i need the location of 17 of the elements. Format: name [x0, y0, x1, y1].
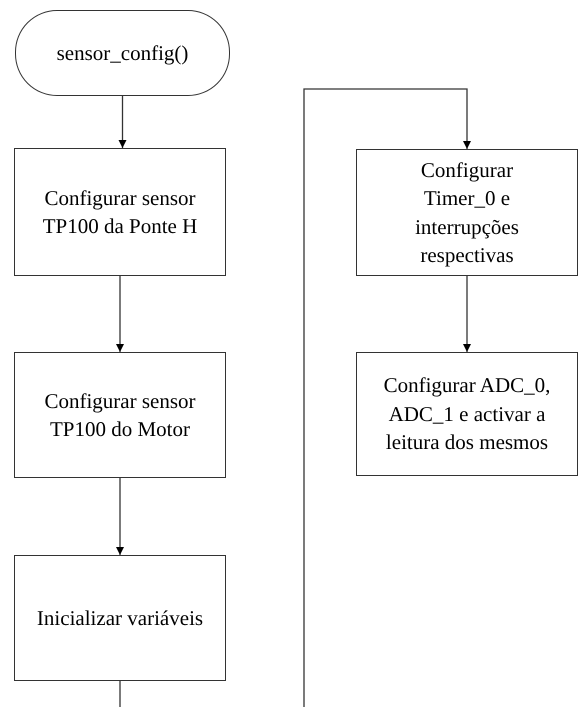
arrow	[116, 478, 124, 555]
arrow	[303, 88, 471, 707]
process-box	[14, 352, 226, 478]
process-box	[14, 555, 226, 681]
process-box	[356, 352, 578, 476]
node-text: Configurar ADC_0, ADC_1 e activar a leitura dos mesmos	[382, 372, 552, 456]
connector-line	[119, 681, 121, 707]
arrow	[463, 276, 471, 352]
node-text: sensor_config()	[56, 40, 188, 67]
arrow	[116, 276, 124, 352]
node-text: Inicializar variáveis	[36, 604, 204, 632]
process-box	[14, 148, 226, 276]
node-text: Configurar Timer_0 e interrupções respectivas	[414, 156, 520, 269]
node-text: Configurar sensor TP100 do Motor	[43, 388, 197, 443]
arrow	[118, 96, 126, 148]
process-box	[356, 149, 578, 276]
node-text: Configurar sensor TP100 da Ponte H	[42, 184, 198, 240]
